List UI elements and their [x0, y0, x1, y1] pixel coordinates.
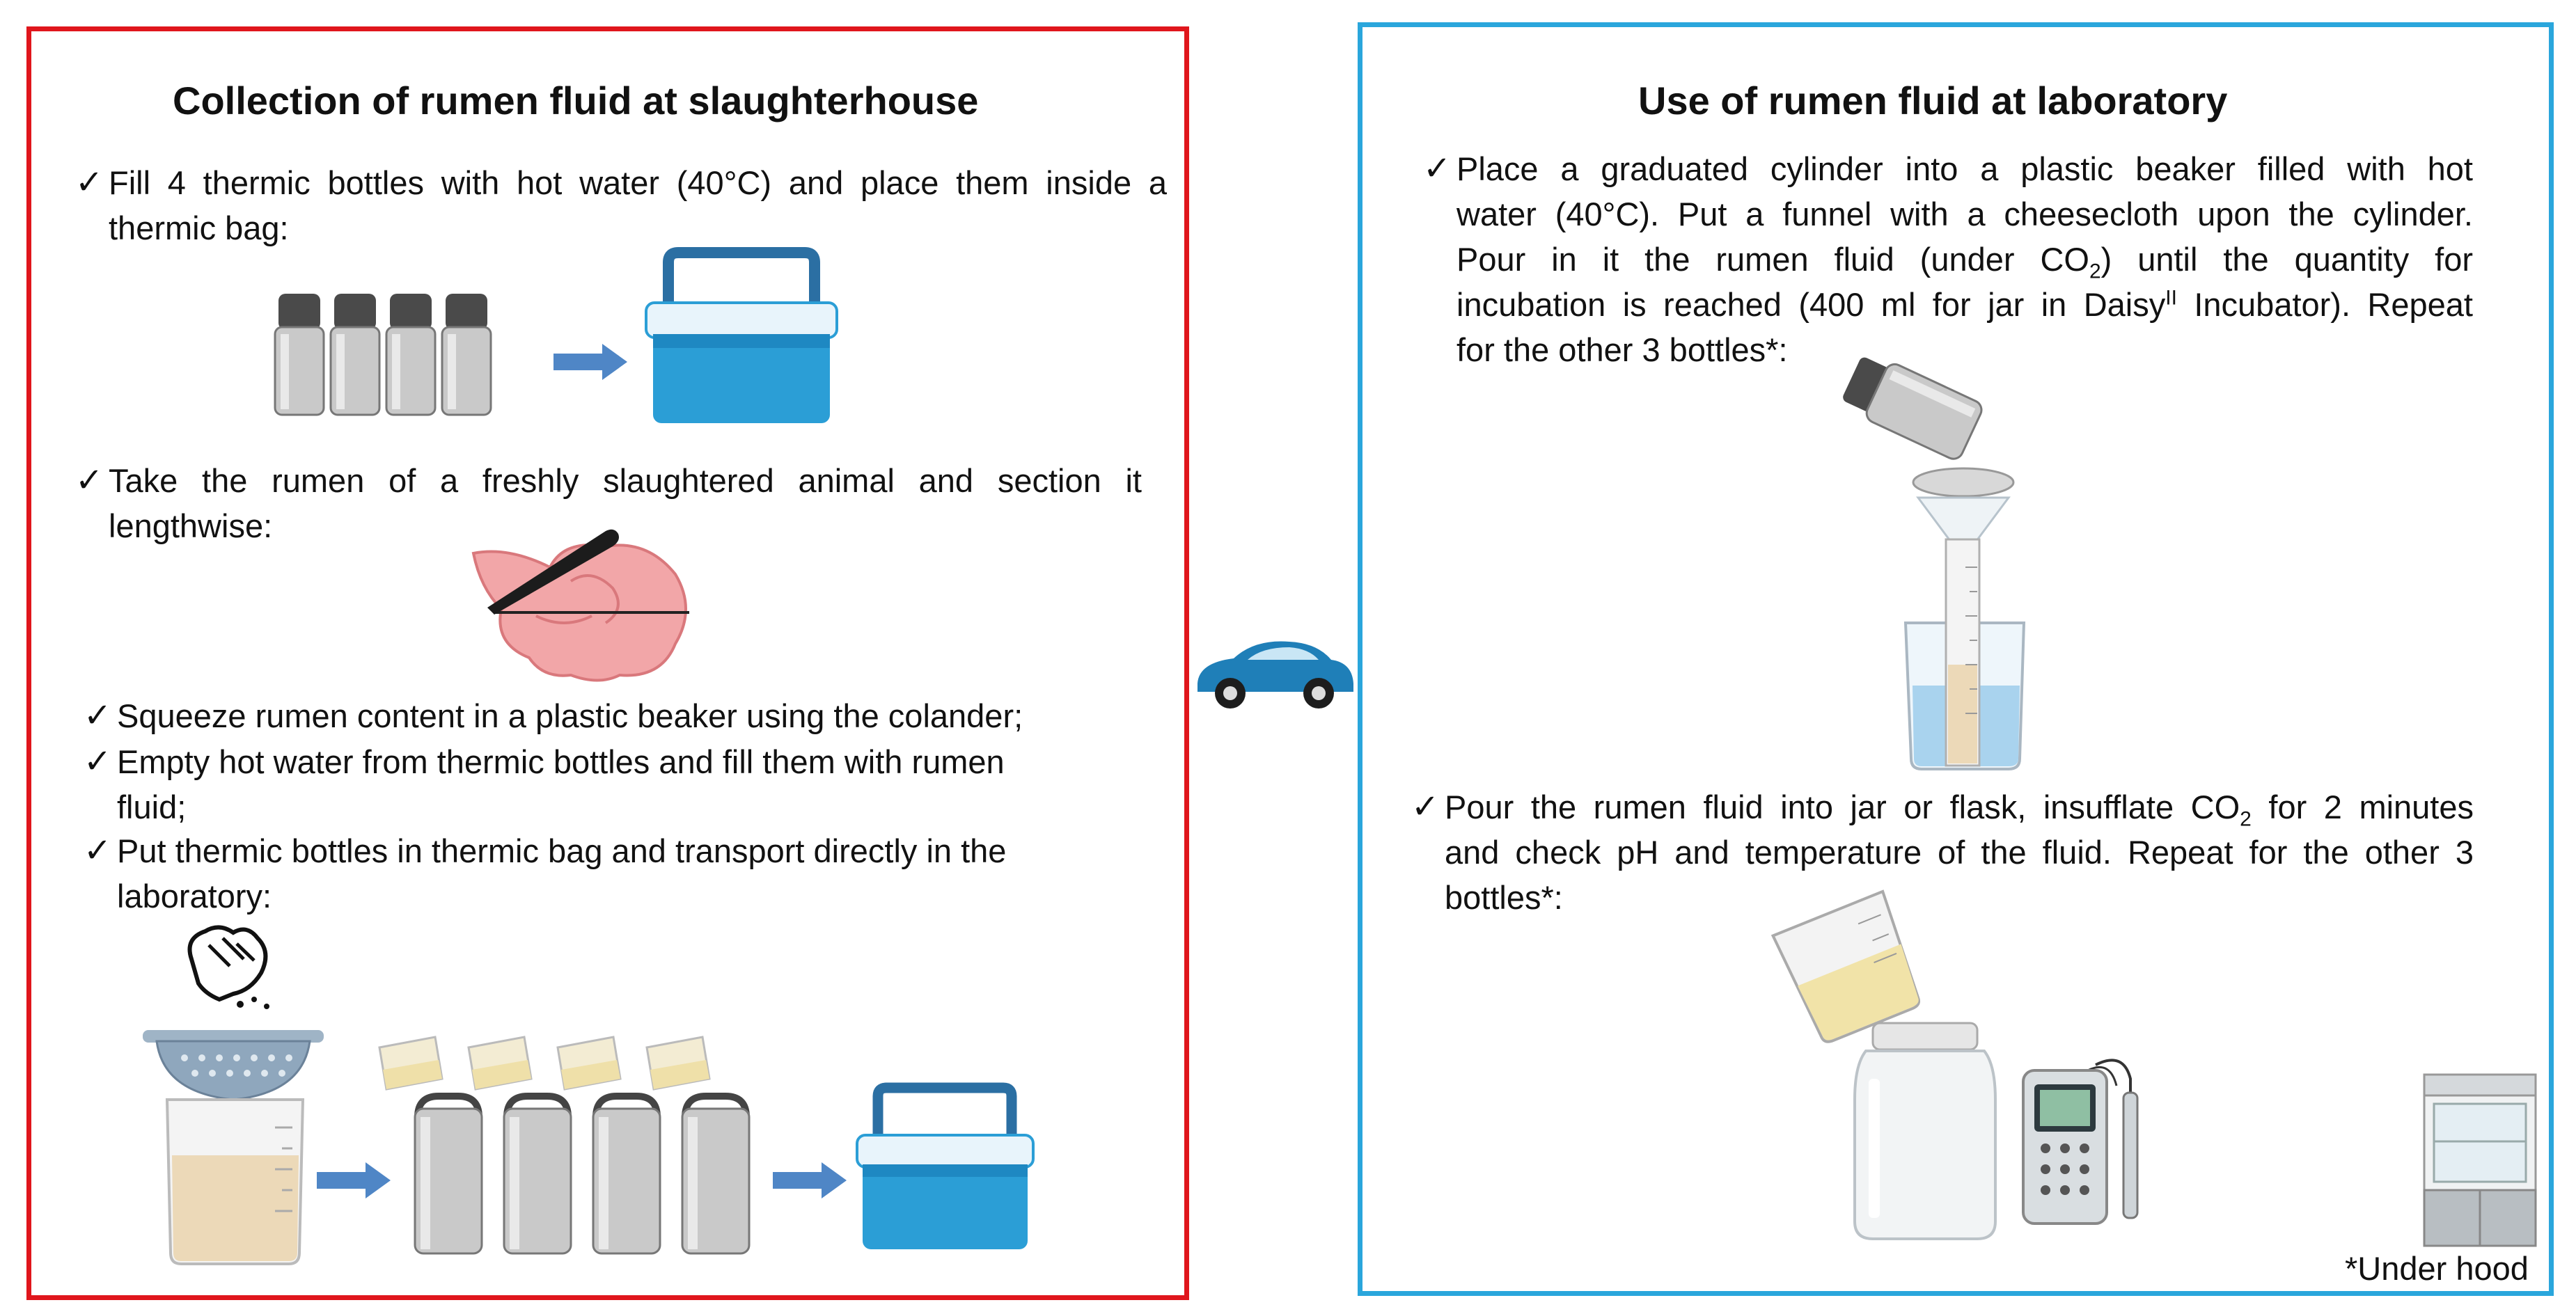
glass-jar-icon — [1853, 1022, 1997, 1240]
checkmark-icon: ✓ — [1411, 789, 1440, 825]
right-step-1: ✓ Place a graduated cylinder into a plas… — [1423, 146, 2473, 372]
knife-icon — [487, 529, 619, 615]
filled-bottle — [556, 1036, 661, 1255]
left-step-2: ✓ Take the rumen of a freshly slaughtere… — [75, 458, 1142, 548]
filled-bottles-illustration — [378, 1036, 751, 1255]
checkmark-icon: ✓ — [75, 164, 104, 201]
checkmark-icon: ✓ — [1423, 150, 1452, 187]
thermic-bottle — [385, 294, 437, 416]
right-panel-border — [1358, 22, 2554, 1296]
left-step-5: ✓ Put thermic bottles in thermic bag and… — [84, 828, 1161, 919]
checkmark-icon: ✓ — [84, 743, 112, 780]
graduated-cylinder-icon — [1945, 538, 1981, 767]
left-step-3: ✓ Squeeze rumen content in a plastic bea… — [84, 693, 1161, 738]
rumen-icon — [471, 529, 689, 682]
under-hood-note: *Under hood — [2345, 1250, 2529, 1287]
cheesecloth-icon — [1912, 467, 2015, 498]
left-panel-border — [26, 26, 1189, 1300]
thermic-bottles-illustration — [274, 294, 492, 416]
pouring-bottle-icon — [1843, 357, 1983, 460]
arrow-right-icon — [773, 1162, 847, 1198]
filled-bottle — [378, 1036, 483, 1255]
right-step-2: ✓ Pour the rumen fluid into jar or flask… — [1411, 784, 2474, 920]
car-icon — [1197, 641, 1353, 709]
fume-hood-icon — [2423, 1073, 2537, 1247]
plastic-beaker-icon — [165, 1098, 305, 1265]
left-step-4: ✓ Empty hot water from thermic bottles a… — [84, 739, 1161, 830]
ph-meter-icon — [2022, 1059, 2139, 1225]
left-step-1: ✓ Fill 4 thermic bottles with hot water … — [75, 160, 1167, 251]
thermic-bottle — [329, 294, 381, 416]
left-panel-title: Collection of rumen fluid at slaughterho… — [173, 79, 979, 122]
colander-beaker-illustration — [143, 1030, 324, 1265]
checkmark-icon: ✓ — [84, 832, 112, 869]
funnel-cylinder-beaker-illustration — [1903, 467, 2026, 770]
checkmark-icon: ✓ — [84, 697, 112, 734]
thermic-bottle — [441, 294, 492, 416]
cooler-box-icon — [856, 1082, 1035, 1249]
filled-bottle — [645, 1036, 751, 1255]
right-panel-title: Use of rumen fluid at laboratory — [1638, 79, 2228, 122]
thermic-bottle — [274, 294, 325, 416]
filled-bottle — [467, 1036, 572, 1255]
pouring-cup-icon — [1770, 889, 1921, 1043]
checkmark-icon: ✓ — [75, 462, 104, 499]
arrow-right-icon — [553, 344, 627, 380]
colander-icon — [143, 1030, 324, 1101]
cooler-box-icon — [645, 247, 838, 423]
squeezing-hand-icon — [187, 925, 269, 1009]
arrow-right-icon — [317, 1162, 391, 1198]
